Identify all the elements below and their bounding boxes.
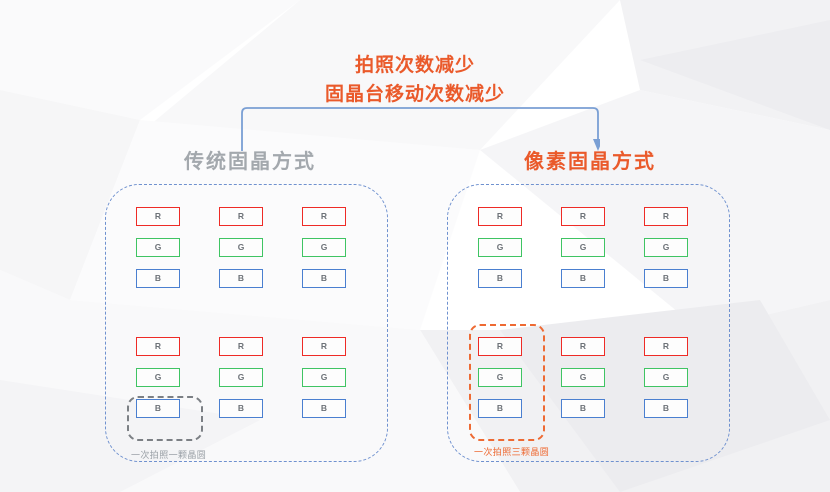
rgb-cell: R [302,207,346,226]
headline-line-1: 拍照次数减少 [354,55,475,76]
rgb-cell: R [478,207,522,226]
rgb-cell: G [219,238,263,257]
highlight-box-full-column [469,324,545,441]
rgb-cell: B [302,399,346,418]
rgb-cell: R [302,337,346,356]
rgb-cell: G [136,238,180,257]
rgb-cell: G [644,368,688,387]
rgb-cell: G [136,368,180,387]
headline-line-2: 固晶台移动次数减少 [324,84,505,105]
rgb-cell: B [219,399,263,418]
rgb-cell: G [644,238,688,257]
rgb-cell: G [561,238,605,257]
rgb-cell: G [302,238,346,257]
rgb-cell: R [136,207,180,226]
rgb-cell: G [561,368,605,387]
rgb-cell: R [644,207,688,226]
caption-traditional: 一次拍照一颗晶圆 [131,450,207,460]
rgb-cell: B [136,269,180,288]
rgb-cell: R [561,207,605,226]
section-title-traditional: 传统固晶方式 [184,151,316,173]
section-title-pixel: 像素固晶方式 [524,151,656,173]
rgb-cell: B [561,399,605,418]
highlight-box-single-cell [127,396,203,441]
rgb-cell: R [136,337,180,356]
rgb-cell: B [219,269,263,288]
rgb-cell: G [219,368,263,387]
rgb-cell: B [478,269,522,288]
caption-pixel: 一次拍照三颗晶圆 [474,447,550,457]
rgb-cell: B [644,399,688,418]
rgb-cell: R [561,337,605,356]
rgb-cell: R [219,337,263,356]
rgb-cell: B [302,269,346,288]
rgb-cell: B [644,269,688,288]
rgb-cell: R [219,207,263,226]
rgb-cell: R [644,337,688,356]
rgb-cell: G [478,238,522,257]
rgb-cell: G [302,368,346,387]
rgb-cell: B [561,269,605,288]
